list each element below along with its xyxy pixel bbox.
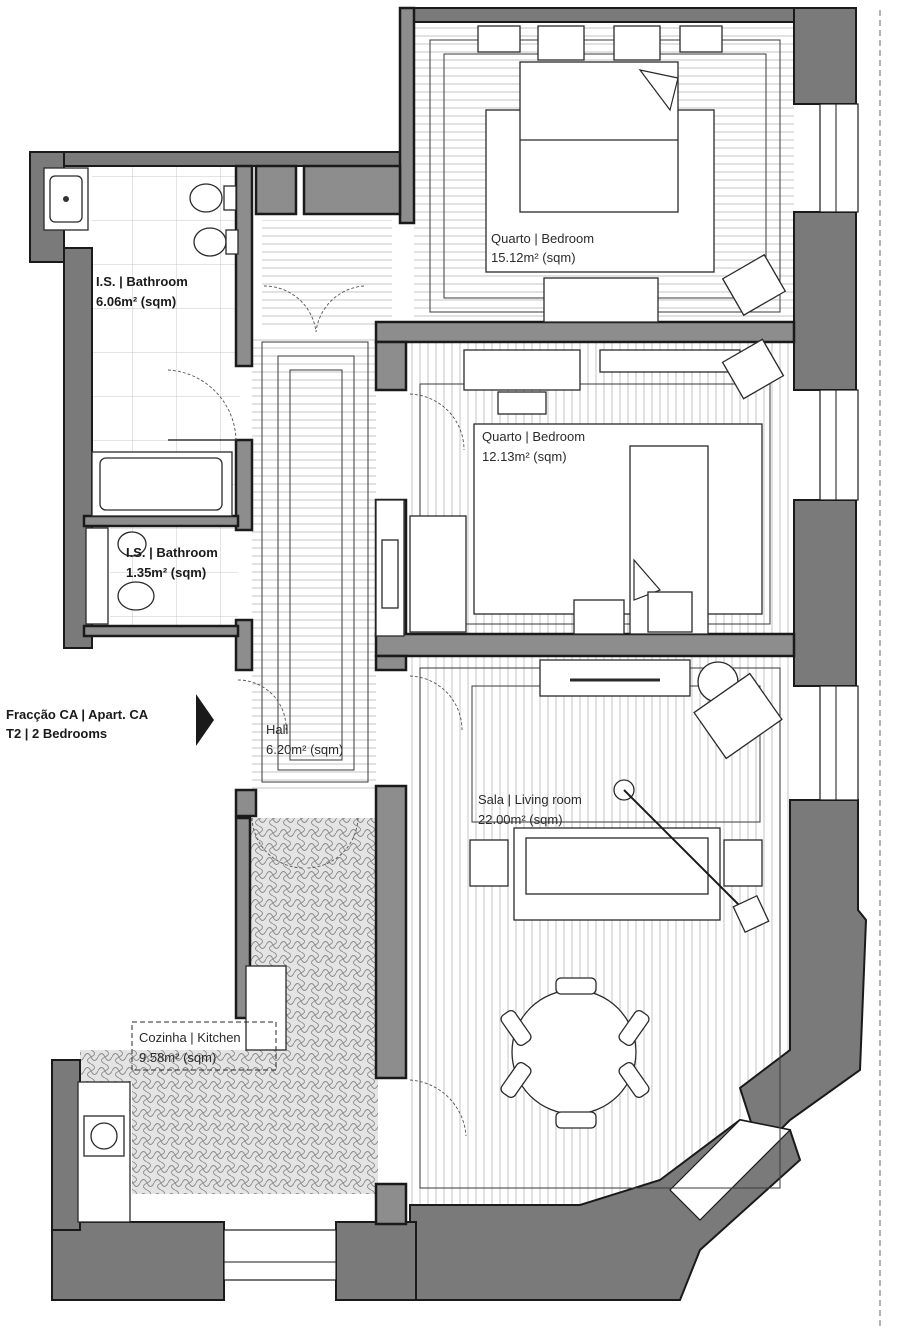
bedroom2-name: Quarto | Bedroom bbox=[482, 429, 585, 444]
bedroom1-area: 15.12m² (sqm) bbox=[491, 250, 576, 265]
bathroom2-area: 1.35m² (sqm) bbox=[126, 565, 206, 580]
bathroom1-name: I.S. | Bathroom bbox=[96, 274, 188, 289]
entrance-label-2: T2 | 2 Bedrooms bbox=[6, 726, 107, 741]
entrance-arrow-icon bbox=[196, 694, 214, 746]
hall-name: Hall bbox=[266, 722, 289, 737]
bathroom2-name: I.S. | Bathroom bbox=[126, 545, 218, 560]
hall-runner bbox=[237, 285, 465, 869]
interior-walls bbox=[82, 6, 796, 1226]
bedroom2-area: 12.13m² (sqm) bbox=[482, 449, 567, 464]
bathroom1-area: 6.06m² (sqm) bbox=[96, 294, 176, 309]
hall-area: 6.20m² (sqm) bbox=[266, 742, 343, 757]
kitchen-name: Cozinha | Kitchen bbox=[139, 1030, 241, 1045]
living-furniture bbox=[409, 659, 783, 1189]
kitchen-fixtures bbox=[77, 965, 287, 1223]
labels: Quarto | Bedroom 15.12m² (sqm) Quarto | … bbox=[6, 231, 594, 1065]
living-area: 22.00m² (sqm) bbox=[478, 812, 563, 827]
bedroom2-furniture bbox=[409, 338, 785, 635]
bedroom1-furniture bbox=[429, 25, 787, 323]
living-name: Sala | Living room bbox=[478, 792, 582, 807]
bathroom-fixtures bbox=[43, 167, 239, 625]
entrance-label-1: Fracção CA | Apart. CA bbox=[6, 707, 149, 722]
kitchen-area: 9.58m² (sqm) bbox=[139, 1050, 216, 1065]
bedroom1-name: Quarto | Bedroom bbox=[491, 231, 594, 246]
windows bbox=[223, 103, 859, 1281]
